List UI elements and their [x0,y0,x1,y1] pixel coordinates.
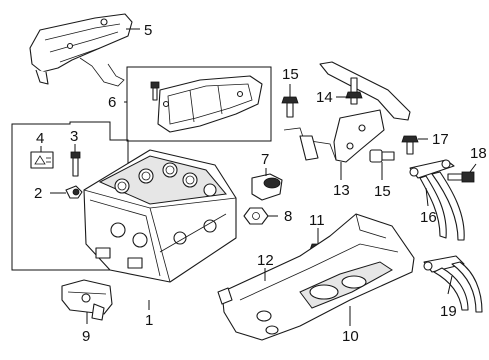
hose-assembly-part [423,255,483,313]
cap-part [251,173,283,201]
callout-10: 10 [342,328,359,345]
callout-15-lower: 15 [374,183,391,200]
gasket-part [126,66,272,142]
mount-bracket-part [61,279,113,321]
valve-body-part [83,149,237,283]
callout-9: 9 [82,328,90,345]
callout-3: 3 [70,128,78,145]
callout-15-upper: 15 [282,66,299,83]
callout-4: 4 [36,130,44,147]
warning-label-part [30,151,54,169]
bolt-part-3 [70,151,81,177]
bolt-part-18 [447,171,475,183]
callout-18: 18 [470,145,487,162]
callout-5: 5 [144,22,152,39]
bolt-part-15-lower [369,149,395,163]
leader-lines [40,28,477,326]
assembly-frame [11,121,129,271]
bolt-part-15-upper [281,96,299,118]
callout-2: 2 [34,185,42,202]
callout-13: 13 [333,182,350,199]
callout-11: 11 [309,212,325,229]
callout-14: 14 [316,89,333,106]
oil-pan-part [217,213,415,341]
nut-part-8 [243,207,269,225]
callout-12: 12 [257,252,274,269]
callout-17: 17 [432,131,449,148]
callout-6: 6 [108,94,116,111]
support-bracket-part [283,61,411,163]
oil-cooler-lines-part [409,159,465,241]
callout-8: 8 [284,208,292,225]
upper-cover-part [29,13,133,87]
bolt-part-17 [401,135,419,155]
callout-1: 1 [145,312,153,329]
callout-16: 16 [420,209,437,226]
clip-part [65,185,83,199]
callout-19: 19 [440,303,457,320]
callout-7: 7 [261,151,269,168]
